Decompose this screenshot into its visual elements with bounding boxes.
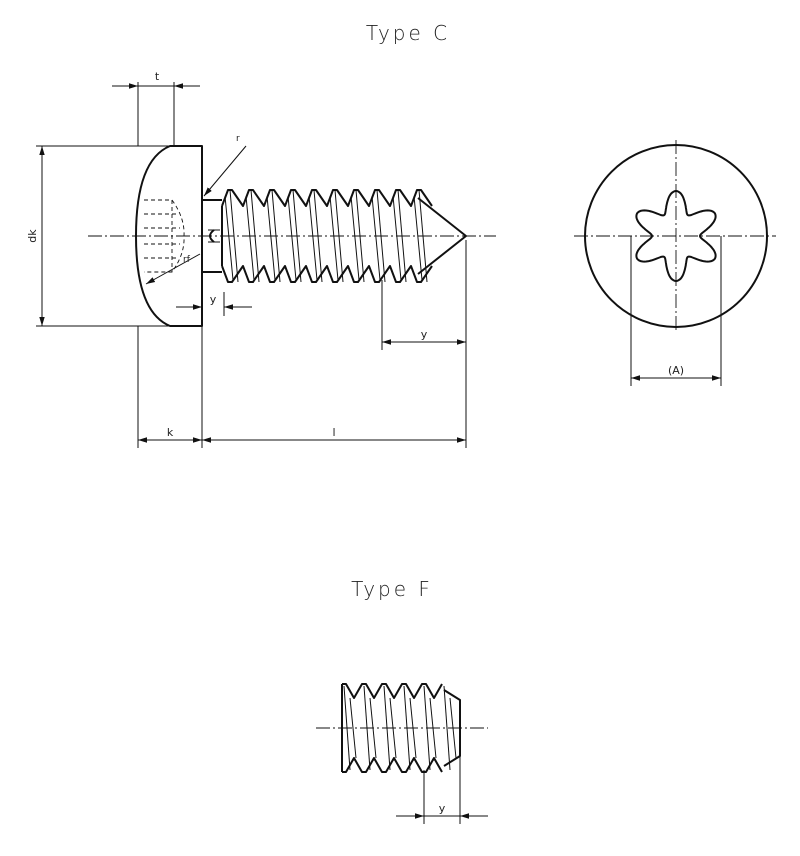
- type-c-title: Type C: [366, 21, 450, 45]
- dim-y-tip-label: y: [421, 328, 428, 341]
- screw-tip: [417, 197, 467, 275]
- dim-l-label: l: [332, 426, 335, 439]
- screw-head: [135, 145, 203, 327]
- dim-y-head-label: y: [210, 293, 217, 306]
- threaded-shank: [221, 189, 433, 283]
- head-outline-circle: [584, 144, 768, 328]
- hexalobular-recess: [635, 190, 717, 282]
- dim-dk-label: dk: [26, 229, 39, 243]
- dim-r-label: r: [236, 134, 240, 144]
- type-f-title: Type F: [351, 577, 433, 601]
- dim-a-label: (A): [668, 364, 684, 377]
- dim-k-label: k: [167, 426, 174, 439]
- dim-rf-label: rf: [183, 255, 191, 265]
- type-f-view: y: [316, 683, 488, 824]
- dim-y-type-f-label: y: [439, 802, 446, 815]
- type-c-end-view: (A): [574, 140, 776, 386]
- shank-neck: [202, 199, 222, 273]
- type-c-side-view: t r rf dk y y k l: [26, 70, 496, 448]
- type-f-threaded-section: [341, 683, 457, 773]
- type-f-chamfered-end: [443, 689, 461, 767]
- recess-hidden-lines: [144, 199, 185, 273]
- dim-t-label: t: [155, 70, 160, 83]
